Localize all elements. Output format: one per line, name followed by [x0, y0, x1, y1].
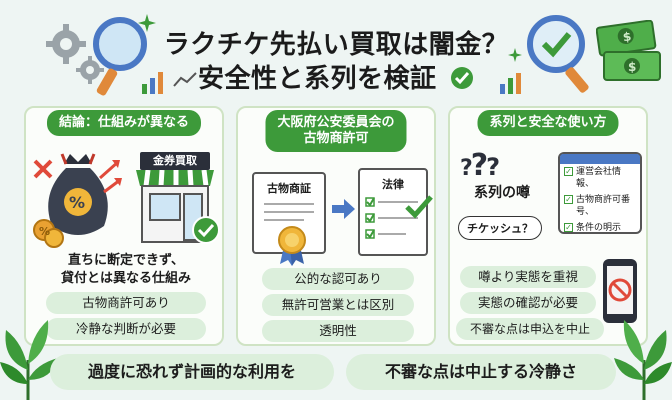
browser-item: ✓運営会社情報、 — [564, 166, 622, 189]
gear-icon — [46, 24, 104, 84]
panel-heading: 大阪府公安委員会の 古物商許可 — [265, 110, 407, 152]
bar-chart-icon — [500, 73, 521, 94]
pill-calm-judgement: 冷静な判断が必要 — [46, 318, 206, 340]
magnifier-check-icon — [527, 15, 589, 93]
title-line-2: 安全性と系列を検証 — [150, 62, 522, 96]
certificate-title: 古物商証 — [267, 182, 311, 195]
checkbox-icon: ✓ — [564, 194, 573, 204]
svg-text:$: $ — [628, 60, 636, 74]
svg-text:%: % — [69, 193, 85, 212]
pill-stop-if-suspicious: 不審な点は申込を中止 — [456, 318, 604, 340]
svg-text:$: $ — [622, 29, 632, 44]
panel-safe-use: 系列と安全な使い方 ??? 系列の噂 チケッシュ？ ✓運営会社情報、 ✓古物商許… — [448, 106, 648, 346]
money-icon: $ $ — [596, 20, 661, 81]
checklist-icon — [365, 197, 418, 239]
seal-ribbon-icon — [278, 226, 306, 266]
big-check-icon — [405, 195, 433, 219]
smartphone-prohibited-icon — [603, 259, 637, 323]
browser-item: ✓古物商許可番号、 — [564, 194, 631, 217]
page-title: ラクチケ先払い買取は闇金？ 安全性と系列を検証 — [150, 28, 522, 96]
bottom-message-right: 不審な点は中止する冷静さ — [346, 354, 616, 390]
cross-icon — [33, 159, 53, 179]
panel-license: 大阪府公安委員会の 古物商許可 古物商証 法律 — [236, 106, 436, 346]
panel-heading: 系列と安全な使い方 — [477, 110, 619, 136]
browser-item: ✓条件の明示 — [564, 222, 622, 233]
law-title: 法律 — [382, 178, 404, 191]
pill-distinguish-unlicensed: 無許可営業とは区別 — [262, 294, 414, 316]
sparkle-icon — [508, 48, 522, 62]
sparkle-icon — [138, 14, 156, 32]
rumor-label: 系列の噂 — [474, 185, 530, 201]
plant-icon — [0, 320, 58, 400]
pill-verify-reality: 実態の確認が必要 — [460, 292, 596, 314]
svg-text:%: % — [39, 225, 50, 238]
panel-heading: 結論：仕組みが異なる — [46, 110, 202, 136]
pill-license: 古物商許可あり — [46, 292, 206, 314]
shop-illustration: 金券買取 — [134, 152, 220, 244]
question-marks-icon: ??? — [460, 148, 500, 183]
speech-bubble: チケッシュ？ — [458, 216, 542, 240]
bottom-message-left: 過度に恐れず計画的な利用を — [50, 354, 334, 390]
title-line-1: ラクチケ先払い買取は闇金？ — [163, 30, 509, 60]
money-bag-icon: % % — [33, 153, 122, 248]
pill-public-approval: 公的な認可あり — [262, 268, 414, 290]
check-badge-icon — [192, 216, 220, 244]
browser-window: ✓運営会社情報、 ✓古物商許可番号、 ✓条件の明示 — [558, 152, 642, 234]
storefront-icon — [136, 170, 214, 243]
arrow-right-icon — [332, 199, 355, 219]
pill-transparency: 透明性 — [262, 320, 414, 342]
shop-sign: 金券買取 — [140, 152, 210, 170]
bar-chart-icon — [142, 72, 163, 94]
conclusion-summary: 直ちに断定できず、 貸付とは異なる仕組み — [60, 253, 191, 286]
certificate-body-icon — [264, 203, 314, 221]
check-badge-icon — [451, 67, 474, 89]
checkbox-icon: ✓ — [564, 166, 573, 176]
panel-conclusion: 結論：仕組みが異なる % % 金券買取 直ちに断定できず、 貸付 — [24, 106, 224, 346]
pill-reality-over-rumor: 噂より実態を重視 — [460, 266, 596, 288]
magnifier-icon — [93, 17, 147, 96]
plant-icon — [614, 320, 672, 400]
checkbox-icon: ✓ — [564, 222, 573, 232]
line-chart-icon — [173, 72, 197, 87]
